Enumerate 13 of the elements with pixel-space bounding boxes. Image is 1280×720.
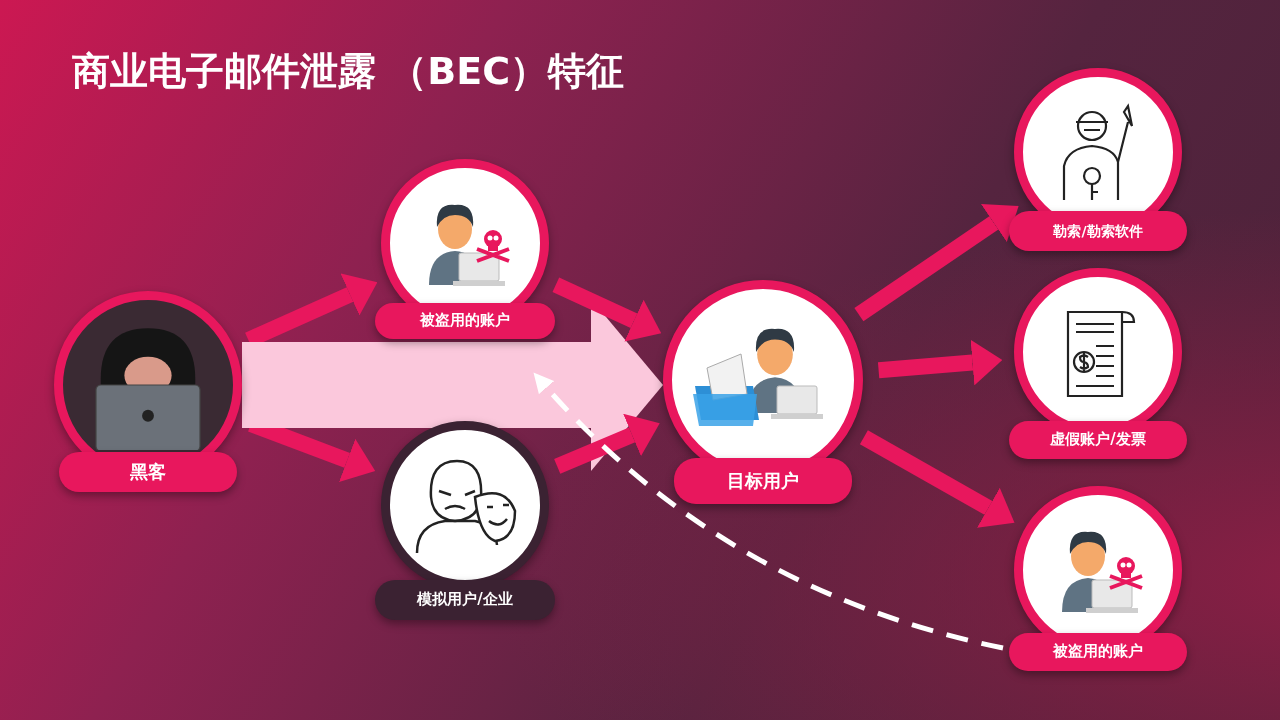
arrow <box>854 203 1019 322</box>
arrow <box>859 430 1015 528</box>
node-label: 虚假账户/发票 <box>1009 421 1187 459</box>
title: 商业电子邮件泄露 （BEC）特征 <box>72 48 625 95</box>
node-label: 被盗用的账户 <box>1009 633 1187 671</box>
node-label: 勒索/勒索软件 <box>1009 211 1187 251</box>
arrow <box>877 339 1003 386</box>
arrow <box>552 277 662 342</box>
node-label: 黑客 <box>59 452 237 492</box>
node-label: 模拟用户/企业 <box>375 580 555 620</box>
dashed-arrow <box>533 372 1004 651</box>
node-label: 被盗用的账户 <box>375 303 555 339</box>
node-label: 目标用户 <box>674 458 852 504</box>
